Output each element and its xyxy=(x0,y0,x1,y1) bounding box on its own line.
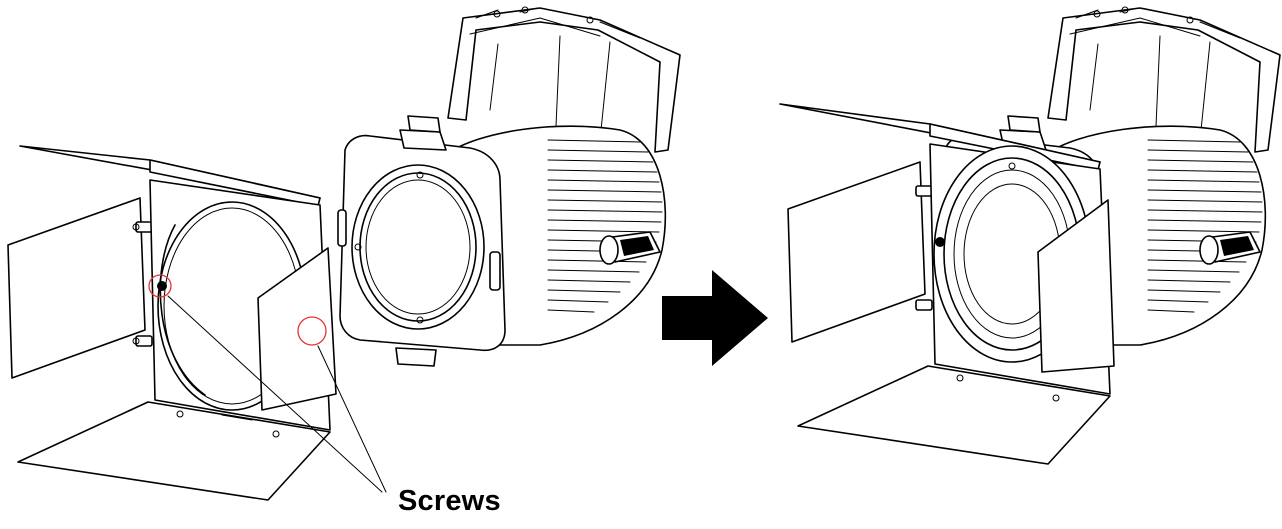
screw-left xyxy=(157,281,167,291)
screws-callout-label: Screws xyxy=(398,485,501,517)
barn-door-step-1 xyxy=(7,145,337,501)
right-arrow-icon xyxy=(662,270,768,366)
leader-line-right xyxy=(317,345,387,493)
screw-highlight-left xyxy=(148,274,172,298)
barn-door-step-2 xyxy=(779,103,1115,465)
fixture-body-step-1 xyxy=(337,6,681,367)
screw-highlight-right xyxy=(297,316,327,346)
step-1-detached xyxy=(7,6,681,501)
leader-line-left xyxy=(167,295,383,493)
